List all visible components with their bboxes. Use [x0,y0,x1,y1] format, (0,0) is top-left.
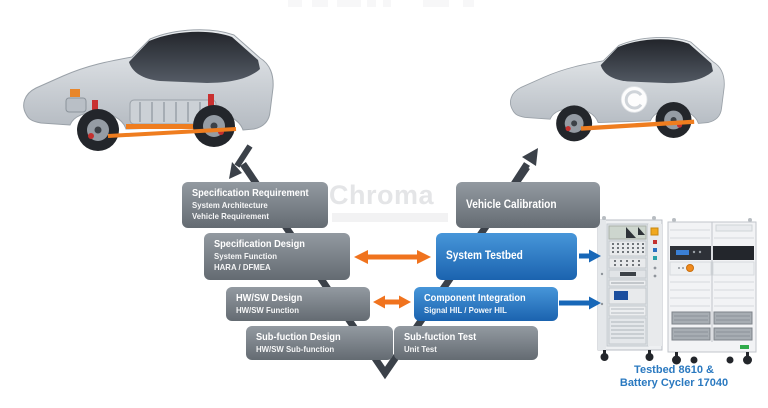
car-glasshouse [600,39,713,84]
caster-wheels [600,350,654,361]
caster-wheels [672,352,752,365]
box-subtitle: System Function [214,251,278,261]
faint-artifact [288,0,302,7]
orange-button [686,264,694,272]
yellow-button [650,227,659,236]
faint-artifact [423,0,449,7]
box-vehicle-calibration: Vehicle Calibration [456,182,600,228]
box-subtitle: System Architecture [192,200,268,210]
rocker-accent [580,119,695,131]
front-wheel [77,109,119,151]
box-subtitle: HW/SW Function [236,305,299,315]
faint-artifact [463,0,474,7]
front-wheel [556,105,593,142]
vent-grilles [671,311,753,341]
ev-car-cutaway-image [23,29,274,151]
battery-orange-strip [126,124,222,129]
box-subtitle: Signal HIL / Power HIL [424,305,507,315]
rocker-accent [107,127,237,138]
box-title: Component Integration [424,292,526,304]
box-subfunction-design: Sub-fuction Design HW/SW Sub-function [246,326,393,360]
box-title: System Testbed [446,250,523,262]
ev-car-finished-image [510,37,725,142]
faint-artifact [367,0,376,7]
box-specification-design: Specification Design System Function HAR… [204,233,350,280]
battery-cycler-rack-image [667,218,757,365]
equipment-caption: Testbed 8610 & Battery Cycler 17040 [584,364,764,390]
box-title: Sub-fuction Design [256,331,341,343]
rear-wheel [193,105,235,147]
faint-artifact [337,0,361,7]
testbed-rack-image [597,216,663,361]
drive-unit [65,97,87,113]
suspension-front [92,100,98,116]
equipment-caption-line2: Battery Cycler 17040 [619,377,729,389]
door-logo [620,86,648,113]
box-subtitle: Vehicle Requirement [192,210,269,221]
box-hwsw-design: HW/SW Design HW/SW Function [226,287,370,321]
chroma-watermark: Chroma [329,180,435,210]
box-specification-requirement: Specification Requirement System Archite… [182,182,328,228]
equipment-caption-line1: Testbed 8610 & [634,364,714,376]
chroma-watermark-bar [332,213,448,222]
bidirectional-arrow-icon [354,250,431,264]
box-subtitle: HW/SW Sub-function [256,344,335,354]
faint-artifact [312,0,328,7]
box-subfunction-test: Sub-fuction Test Unit Test [394,326,538,360]
box-title: HW/SW Design [236,292,303,304]
faint-artifact [383,0,391,7]
box-subtitle: HARA / DFMEA [214,261,271,272]
orange-component [70,89,80,97]
bidirectional-arrow-icon [373,295,411,309]
suspension-rear [208,94,214,110]
box-title: Vehicle Calibration [466,198,557,211]
test-equipment-image [597,216,757,365]
box-system-testbed: System Testbed [436,233,577,280]
box-title: Specification Requirement [192,187,309,199]
rear-wheel [655,102,692,138]
box-title: Specification Design [214,238,305,250]
car-glasshouse [129,31,260,83]
box-subtitle: Unit Test [404,344,437,354]
box-component-integration: Component Integration Signal HIL / Power… [414,287,558,321]
box-title: Sub-fuction Test [404,331,477,343]
